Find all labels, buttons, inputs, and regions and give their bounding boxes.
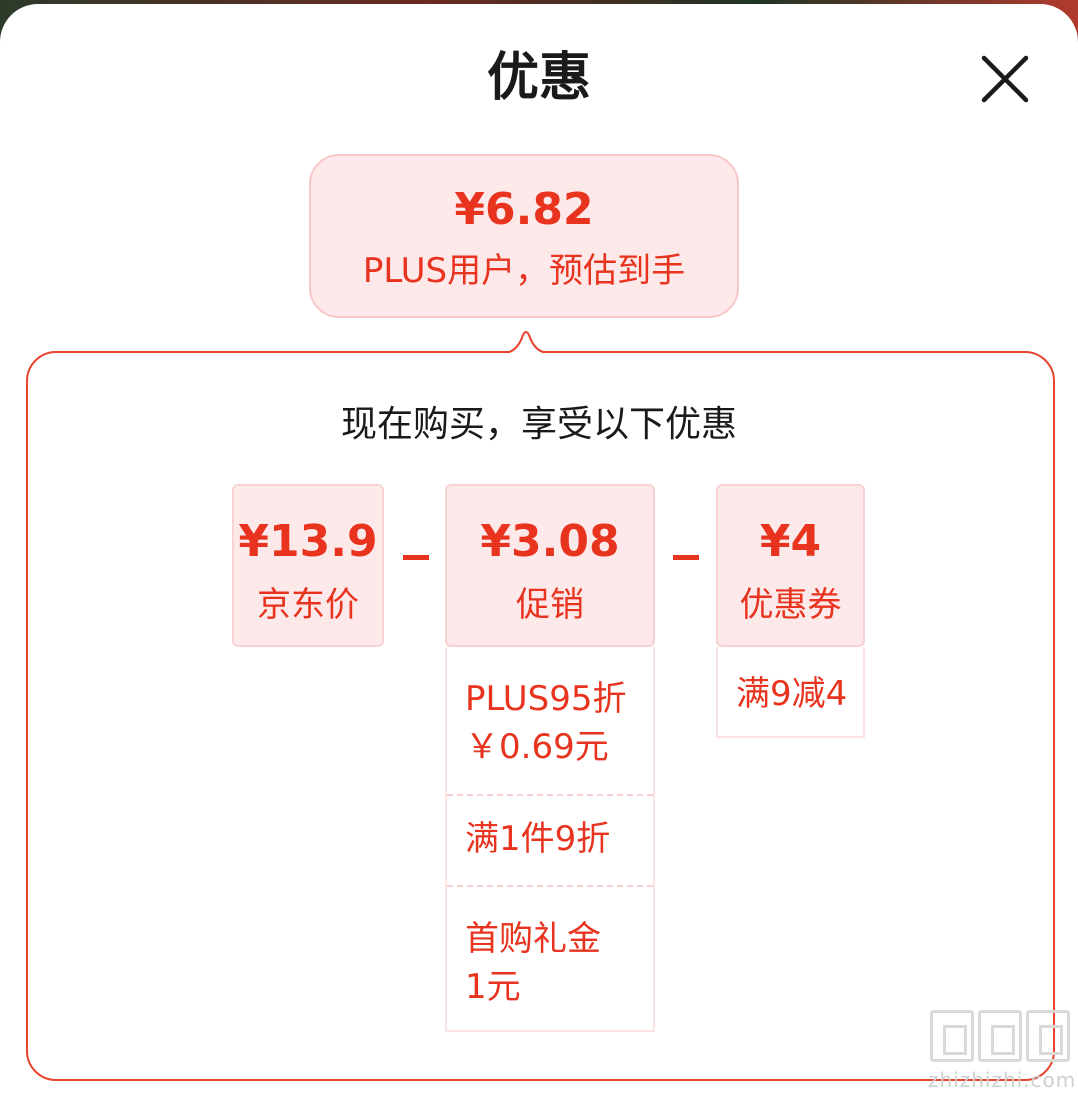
minus-sign bbox=[673, 555, 699, 560]
jd-price-card: ¥13.9 京东价 bbox=[232, 484, 384, 647]
promotion-item-line: ￥0.69元 bbox=[465, 727, 609, 767]
watermark-text: zhizhizhi.com bbox=[928, 1068, 1077, 1092]
dialog-title: 优惠 bbox=[486, 48, 591, 108]
coupon-label: 优惠券 bbox=[739, 585, 842, 625]
estimated-price-note: PLUS用户，预估到手 bbox=[362, 251, 686, 291]
close-button[interactable] bbox=[976, 50, 1034, 108]
estimated-price-bubble: ¥6.82 PLUS用户，预估到手 bbox=[309, 154, 739, 318]
promotion-item-line: 满1件9折 bbox=[465, 819, 611, 859]
coupon-value: ¥4 bbox=[759, 516, 822, 567]
coupon-item-line: 满9减4 bbox=[736, 674, 848, 714]
promotion-label: 促销 bbox=[516, 585, 584, 625]
breakdown-heading: 现在购买，享受以下优惠 bbox=[340, 404, 737, 445]
coupon-detail-list: 满9减4 bbox=[716, 647, 865, 738]
promotion-detail-list: PLUS95折 ￥0.69元 满1件9折 首购礼金 1元 bbox=[445, 647, 655, 1032]
promotion-card: ¥3.08 促销 bbox=[445, 484, 655, 647]
promotion-item-line: PLUS95折 bbox=[465, 679, 627, 719]
bubble-pointer bbox=[503, 331, 549, 355]
watermark-logo-icon bbox=[930, 1010, 974, 1062]
promotion-item-line: 首购礼金 bbox=[465, 919, 601, 959]
jd-price-value: ¥13.9 bbox=[238, 516, 378, 567]
watermark: zhizhizhi.com bbox=[928, 1010, 1077, 1094]
estimated-price: ¥6.82 bbox=[454, 184, 594, 235]
minus-sign bbox=[403, 555, 429, 560]
jd-price-label: 京东价 bbox=[257, 585, 359, 625]
watermark-logo-icon bbox=[978, 1010, 1022, 1062]
promotion-value: ¥3.08 bbox=[480, 516, 620, 567]
divider bbox=[447, 794, 653, 796]
close-icon bbox=[981, 55, 1029, 103]
promotion-item-line: 1元 bbox=[465, 967, 521, 1007]
divider bbox=[447, 885, 653, 887]
coupon-card: ¥4 优惠券 bbox=[716, 484, 865, 647]
watermark-logo-icon bbox=[1026, 1010, 1070, 1062]
